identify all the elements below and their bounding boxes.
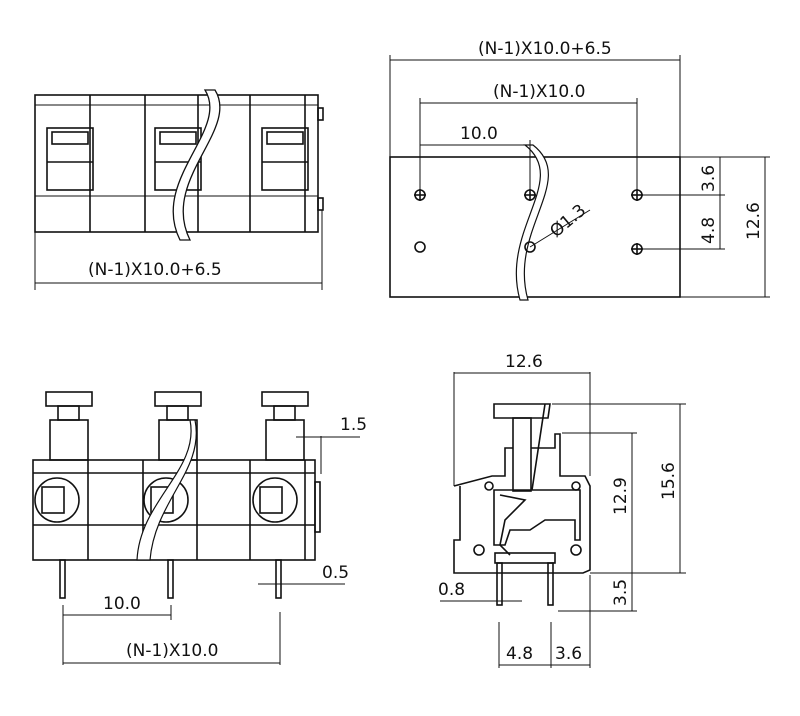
- row-spacing-label: 4.8: [699, 217, 719, 244]
- front-pitch-span-label: (N-1)X10.0: [126, 641, 218, 661]
- knob-offset-label: 1.5: [340, 415, 367, 435]
- top-view: (N-1)X10.0+6.5: [34, 89, 324, 290]
- top-width-label: (N-1)X10.0+6.5: [88, 260, 222, 280]
- body-height-label: 12.9: [611, 477, 631, 515]
- total-height-label: 15.6: [659, 462, 679, 500]
- pitch-span-label: (N-1)X10.0: [493, 82, 585, 102]
- front-pitch-label: 10.0: [103, 594, 141, 614]
- side-view: 12.6 15.6 12.9 3.5 0.8 4.8 3.6: [438, 352, 686, 668]
- pin-spacing-label: 4.8: [506, 644, 533, 664]
- offset-label: 3.6: [699, 165, 719, 192]
- hole-diameter-label: Ø1.3: [546, 201, 590, 242]
- pin-width-label: 0.5: [322, 563, 349, 583]
- front-view: 1.5 0.5 10.0 (N-1)X10.0: [32, 391, 367, 665]
- pin-thickness-label: 0.8: [438, 580, 465, 600]
- lever: [46, 127, 94, 191]
- lever: [261, 127, 309, 191]
- overall-width-label: (N-1)X10.0+6.5: [478, 39, 612, 59]
- pin-length-label: 3.5: [611, 579, 631, 606]
- pin-edge-label: 3.6: [555, 644, 582, 664]
- pitch-label: 10.0: [460, 124, 498, 144]
- side-depth-label: 12.6: [505, 352, 543, 372]
- hole-layout-view: (N-1)X10.0+6.5 (N-1)X10.0 10.0 Ø1.3 3.6 …: [389, 39, 770, 301]
- depth-label: 12.6: [744, 202, 764, 240]
